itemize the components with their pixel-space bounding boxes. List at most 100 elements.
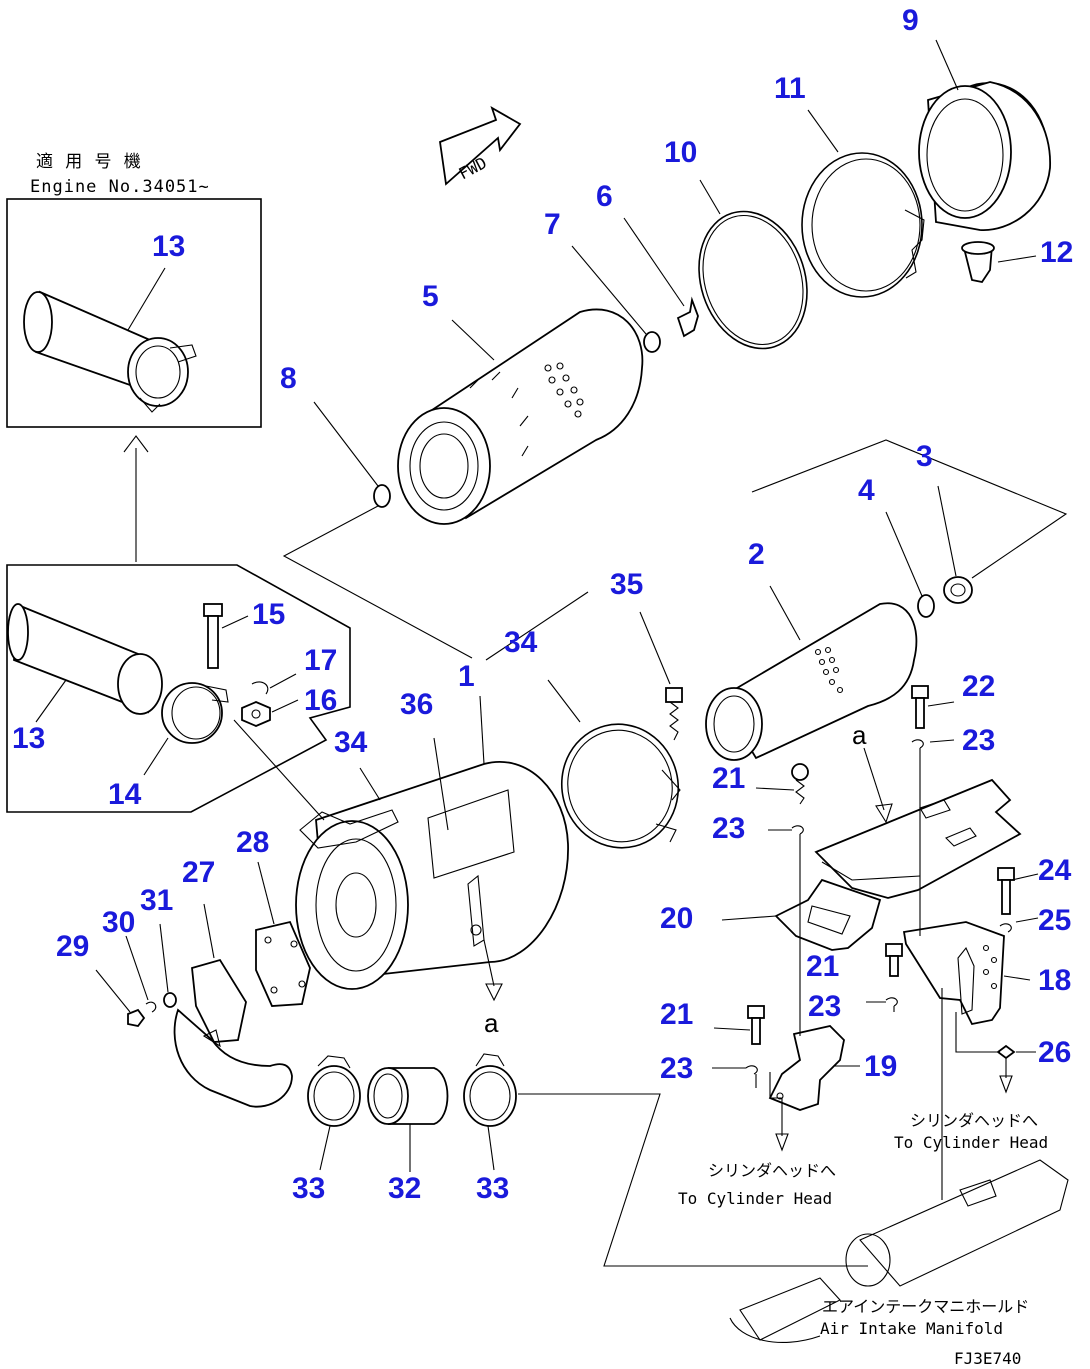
part-a-plate — [814, 747, 1022, 899]
callout-23-lower: 23 — [660, 1052, 693, 1085]
part-23-washer-middle — [866, 997, 898, 1012]
part-10-o-ring — [698, 179, 808, 350]
assembly-line-35 — [485, 591, 589, 661]
callout-2: 2 — [748, 538, 765, 571]
intake-manifold-sketch — [729, 1159, 1069, 1343]
callout-23-middle: 23 — [808, 990, 841, 1023]
part-1-air-cleaner-body — [233, 695, 569, 1002]
callout-14: 14 — [108, 778, 142, 811]
part-31-washer — [159, 923, 177, 1008]
callout-23-top: 23 — [962, 724, 995, 757]
callout-1: 1 — [458, 660, 475, 693]
callout-9: 9 — [902, 4, 919, 37]
cyl-head-line-right — [941, 988, 1000, 1200]
ref-a-bottom: a — [484, 1008, 499, 1038]
cyl-head-arrow-left — [775, 1133, 789, 1152]
part-28-gasket — [255, 861, 311, 1007]
part-6-wing-nut — [623, 217, 699, 338]
part-21-bolt-lower — [713, 1005, 765, 1045]
variant-arrow — [123, 435, 149, 562]
part-21-bolt-top — [755, 763, 809, 805]
part-9-cover — [918, 39, 1051, 231]
callout-22: 22 — [962, 670, 995, 703]
part-22-bolt — [911, 685, 955, 729]
callout-24: 24 — [1038, 854, 1072, 887]
part-12-valve — [961, 241, 1037, 284]
part-19-bracket — [768, 1025, 860, 1111]
part-7-washer — [571, 245, 661, 353]
ref-a-top: a — [852, 720, 867, 750]
callout-19: 19 — [864, 1050, 897, 1083]
part-21-bolt-middle — [885, 943, 903, 977]
callout-30: 30 — [102, 906, 135, 939]
part-23-washer-lower — [712, 1065, 758, 1088]
callout-13-bottom: 13 — [12, 722, 45, 755]
part-27-elbow — [173, 903, 293, 1108]
callout-numbers: 9 11 10 6 7 12 5 8 13 3 4 2 35 34 1 15 1… — [12, 4, 1073, 1205]
manifold-note-jp: エアインテークマニホールド — [822, 1297, 1029, 1316]
callout-5: 5 — [422, 280, 439, 313]
part-20-bracket — [721, 878, 882, 951]
part-34-clamp-band — [547, 679, 681, 849]
inset-engine-serial: 適 用 号 機 Engine No.34051~ — [6, 152, 262, 428]
cyl-head-line-left — [769, 1072, 783, 1136]
callout-34-top: 34 — [504, 626, 538, 659]
callout-6: 6 — [596, 180, 613, 213]
callout-34-bottom: 34 — [334, 726, 368, 759]
part-25-washer — [999, 917, 1039, 933]
inset-old-pipe — [6, 564, 351, 813]
part-24-bolt — [997, 867, 1039, 915]
callout-21-middle: 21 — [806, 950, 839, 983]
part-4-washer — [885, 511, 935, 618]
callout-35: 35 — [610, 568, 643, 601]
part-5-outer-element — [397, 308, 644, 525]
callout-36: 36 — [400, 688, 433, 721]
part-18-bracket — [902, 921, 1031, 1026]
callout-10: 10 — [664, 136, 697, 169]
callout-21-top: 21 — [712, 762, 745, 795]
callout-16: 16 — [304, 684, 337, 717]
assembly-line-upper — [282, 505, 473, 659]
part-33-clamp-left — [307, 1055, 361, 1171]
callout-28: 28 — [236, 826, 269, 859]
hose-to-manifold-line — [518, 1093, 868, 1267]
callout-31: 31 — [140, 884, 173, 917]
inner-perforation-dots — [814, 646, 844, 694]
part-8-seal — [313, 401, 391, 508]
cyl-head-note-jp-right: シリンダヘッドへ — [910, 1111, 1038, 1130]
callout-23-upper: 23 — [712, 812, 745, 845]
cyl-head-note-jp-left: シリンダヘッドへ — [708, 1161, 836, 1180]
callout-21-lower: 21 — [660, 998, 693, 1031]
part-23-washer-top — [911, 739, 955, 936]
callout-27: 27 — [182, 856, 215, 889]
part-29-bolt — [95, 969, 146, 1027]
callout-17: 17 — [304, 644, 337, 677]
callout-29: 29 — [56, 930, 89, 963]
cyl-head-note-en-left: To Cylinder Head — [678, 1189, 832, 1208]
callout-7: 7 — [544, 208, 561, 241]
drawing-code: FJ3E740 — [954, 1349, 1021, 1368]
part-33-clamp-right — [463, 1053, 517, 1171]
callout-26: 26 — [1038, 1036, 1071, 1069]
callout-33-left: 33 — [292, 1172, 325, 1205]
assembly-line-right — [751, 439, 1068, 579]
part-30-washer — [125, 935, 157, 1013]
part-11-clamp-band — [801, 109, 925, 298]
part-35-bolt — [639, 611, 683, 741]
part-26-washer — [996, 1044, 1036, 1094]
callout-11: 11 — [774, 72, 806, 105]
callout-18: 18 — [1038, 964, 1071, 997]
part-3-nut — [937, 485, 973, 604]
applicable-note-en: Engine No.34051~ — [30, 177, 210, 197]
callout-3: 3 — [916, 440, 933, 473]
callout-8: 8 — [280, 362, 297, 395]
callout-33-right: 33 — [476, 1172, 509, 1205]
part-23-washer-upper — [768, 825, 804, 1036]
callout-4: 4 — [858, 474, 875, 507]
part-32-hose — [367, 1067, 449, 1172]
cyl-head-note-en-right: To Cylinder Head — [894, 1133, 1048, 1152]
part-2-inner-element — [705, 585, 918, 761]
callout-15: 15 — [252, 598, 285, 631]
callout-20: 20 — [660, 902, 693, 935]
